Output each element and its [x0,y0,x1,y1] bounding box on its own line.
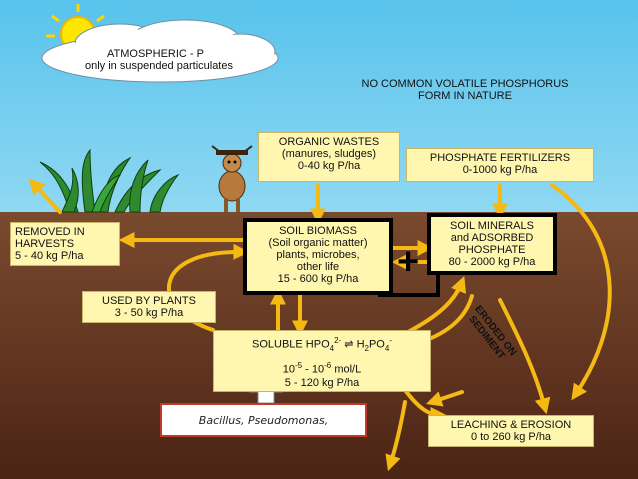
atmospheric-label: ATMOSPHERIC - P only in suspended partic… [85,48,285,72]
conc-a: 10 [282,363,295,376]
soil-minerals-box: SOIL MINERALS and ADSORBED PHOSPHATE 80 … [427,213,557,275]
conc-b-exp: -6 [324,360,332,370]
bacteria-label: Bacillus, Pseudomonas, [160,403,367,437]
removed-line1: REMOVED IN [15,226,85,238]
used-amount: 3 - 50 kg P/ha [114,307,184,319]
leaching-amount: 0 to 260 kg P/ha [470,431,552,443]
no-volatile-note: NO COMMON VOLATILE PHOSPHORUS FORM IN NA… [330,78,600,102]
hpo-sup: 2- [334,336,342,345]
cow-icon [211,145,253,212]
organic-wastes-amount: 0-40 kg P/ha [297,160,361,172]
removed-amount: 5 - 40 kg P/ha [15,250,84,262]
minerals-title: SOIL MINERALS [450,220,534,232]
equilibrium-arrow: ⇌ [344,338,354,351]
fertilizers-title: PHOSPHATE FERTILIZERS [429,152,571,164]
h2po-sub: 2 [364,343,369,353]
plus-sign: + [397,241,420,283]
h2po-rest: PO [368,338,385,351]
minerals-line3: PHOSPHATE [458,244,526,256]
used-title: USED BY PLANTS [102,295,196,307]
conc-mid: - 10 [302,363,325,376]
conc-unit: mol/L [331,363,362,376]
organic-wastes-box: ORGANIC WASTES (manures, sludges) 0-40 k… [258,132,400,182]
no-volatile-line1: NO COMMON VOLATILE PHOSPHORUS [361,78,569,90]
cloud-icon [41,19,279,83]
soluble-formula: SOLUBLE HPO42- ⇌ H2PO4- [218,334,426,355]
h2po-h: H [356,338,365,351]
conc-a-exp: -5 [295,360,303,370]
minerals-amount: 80 - 2000 kg P/ha [448,256,536,268]
soluble-phosphate-box: SOLUBLE HPO42- ⇌ H2PO4- 10-5 - 10-6 mol/… [213,330,431,392]
biomass-title: SOIL BIOMASS [279,225,357,237]
organic-wastes-sub: (manures, sludges) [281,148,377,160]
organic-wastes-title: ORGANIC WASTES [278,136,380,148]
soil-biomass-box: SOIL BIOMASS (Soil organic matter) plant… [243,218,393,295]
fertilizers-box: PHOSPHATE FERTILIZERS 0-1000 kg P/ha [406,148,594,182]
removed-line2: HARVESTS [15,238,75,250]
biomass-sub: (Soil organic matter) [268,237,368,249]
atmospheric-line2: only in suspended particulates [85,60,233,72]
leaching-title: LEACHING & EROSION [450,419,572,431]
atmospheric-line1: ATMOSPHERIC - P [107,48,204,60]
biomass-amount: 15 - 600 kg P/ha [277,273,359,285]
soluble-amount: 5 - 120 kg P/ha [284,376,360,389]
no-volatile-line2: FORM IN NATURE [418,90,512,102]
soluble-concentration: 10-5 - 10-6 mol/L [218,359,426,377]
removed-harvests-box: REMOVED IN HARVESTS 5 - 40 kg P/ha [10,222,120,266]
plant-icon [39,148,180,213]
h2po-sub2: 4 [384,343,390,353]
fertilizers-amount: 0-1000 kg P/ha [462,164,538,176]
biomass-line3: plants, microbes, [276,249,360,261]
minerals-line2: and ADSORBED [450,232,534,244]
biomass-line4: other life [296,261,340,273]
hpo-sub: 4 [329,343,335,353]
used-by-plants-box: USED BY PLANTS 3 - 50 kg P/ha [82,291,216,323]
leaching-erosion-box: LEACHING & EROSION 0 to 260 kg P/ha [428,415,594,447]
h2po-sup: - [389,336,392,345]
soluble-prefix: SOLUBLE HPO [252,338,330,351]
